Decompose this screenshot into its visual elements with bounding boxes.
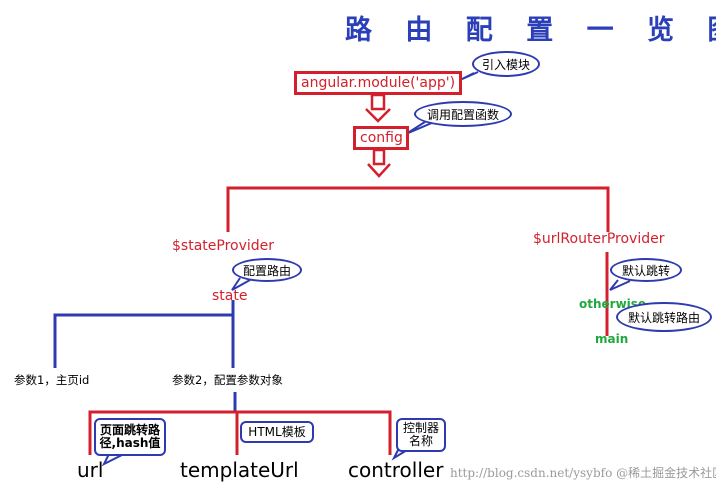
param2-label: 参数2，配置参数对象 (172, 373, 283, 387)
module-node: angular.module('app') (294, 71, 462, 95)
controller-callout: 控制器名称 (396, 418, 446, 452)
state-provider-node: $stateProvider (172, 238, 275, 254)
import-module-callout: 引入模块 (472, 51, 540, 77)
main-node: main (595, 332, 629, 346)
default-redirect-callout: 默认跳转 (610, 258, 682, 282)
url-callout: 页面跳转路径,hash值 (94, 418, 166, 456)
url-router-provider-node: $urlRouterProvider (533, 231, 665, 247)
diagram-title: 路 由 配 置 一 览 图 (345, 15, 716, 46)
arrow-down-icon (367, 148, 391, 178)
param1-label: 参数1，主页id (14, 373, 90, 387)
template-callout: HTML模板 (240, 421, 314, 443)
config-node: config (353, 126, 409, 150)
call-config-callout: 调用配置函数 (414, 101, 512, 127)
state-node: state (212, 288, 248, 304)
template-url-option: templateUrl (180, 458, 299, 482)
watermark: http://blog.csdn.net/ysybfo @稀土掘金技术社区 (450, 466, 716, 480)
provider-branch-line (226, 186, 610, 232)
config-route-callout: 配置路由 (232, 258, 302, 282)
controller-option: controller (348, 458, 444, 482)
options-branch-line (88, 410, 392, 455)
url-option: url (77, 458, 104, 482)
default-redirect-route-callout: 默认跳转路由 (616, 302, 712, 332)
param-branch-line (53, 300, 235, 368)
arrow-down-icon (365, 93, 391, 123)
